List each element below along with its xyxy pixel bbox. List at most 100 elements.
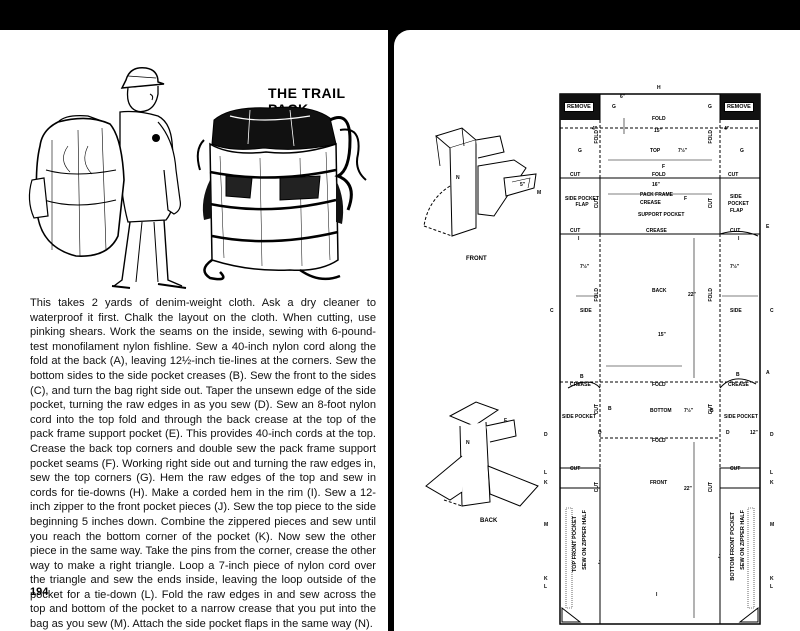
- trail-pack-closeup-illustration: [196, 106, 367, 281]
- pattern-cut-right-1: CUT: [728, 172, 739, 178]
- pattern-fold-3: FOLD: [652, 382, 666, 388]
- pattern-fold-top: FOLD: [652, 116, 666, 122]
- pattern-dim-22-front: 22": [684, 486, 692, 492]
- back-diagram-letter-n: N: [466, 440, 470, 446]
- remove-label-right: REMOVE: [724, 102, 754, 112]
- pattern-pack-frame: PACK FRAME: [640, 192, 673, 198]
- pattern-letter-m-right: M: [770, 522, 775, 528]
- pattern-letter-k-left: K: [544, 480, 548, 486]
- pattern-bottom-front-pocket: BOTTOM FRONT POCKET: [730, 512, 736, 581]
- pattern-letter-j-right: J: [718, 554, 721, 560]
- pattern-letter-m-left: M: [544, 522, 549, 528]
- right-page: N M 5" FRONT N F BACK: [394, 30, 800, 631]
- back-caption: BACK: [480, 518, 498, 524]
- pattern-side-pocket-flap-left: SIDE POCKET FLAP: [565, 196, 599, 208]
- pattern-letter-l-right: L: [770, 470, 774, 476]
- pattern-dim-7half-top: 7½": [678, 148, 688, 154]
- pattern-letter-b-mid-right: B: [710, 408, 714, 414]
- pattern-front-label: FRONT: [650, 480, 668, 486]
- left-page: THE TRAIL PACK: [0, 30, 388, 631]
- pattern-letter-d-inner-right: D: [726, 430, 730, 436]
- pattern-vfold-top-right: FOLD: [708, 130, 714, 144]
- pattern-letter-k-bottom-left: K: [544, 576, 548, 582]
- pattern-dim-4-right: 4": [724, 126, 730, 132]
- pattern-vfold-mid-right: FOLD: [708, 288, 714, 302]
- pattern-letter-l-bottom-left: L: [544, 584, 548, 590]
- pattern-vcut-mid-right: CUT: [708, 404, 714, 415]
- pattern-cut-right-3: CUT: [730, 466, 741, 472]
- pattern-vfold-mid-left: FOLD: [594, 288, 600, 302]
- page-number: 194: [30, 586, 49, 598]
- pattern-cut-left-3: CUT: [570, 466, 581, 472]
- pattern-letter-h: H: [657, 85, 661, 91]
- pattern-letter-d-left: D: [544, 432, 548, 438]
- pattern-letter-g-top-right: G: [708, 104, 712, 110]
- pattern-vcut-mid-left: CUT: [594, 404, 600, 415]
- pattern-dim-15-top: 15": [654, 128, 662, 134]
- pattern-top-label: TOP: [650, 148, 661, 154]
- pattern-letter-b-right: B: [736, 372, 740, 378]
- pattern-crease-1: CREASE: [640, 200, 661, 206]
- pattern-vcut-right: CUT: [708, 198, 714, 209]
- back-fold-diagram: [425, 401, 539, 507]
- pattern-crease-left: CREASE: [570, 382, 591, 388]
- pattern-letter-b-mid-left: B: [608, 406, 612, 412]
- pattern-dim-4-left: 4": [592, 126, 598, 132]
- pattern-letter-c-right: C: [770, 308, 774, 314]
- pattern-layout-diagram: [559, 93, 761, 625]
- scout-with-pack-illustration: [28, 67, 187, 289]
- pattern-letter-a: A: [766, 370, 770, 376]
- pattern-dim-7half-right: 7½": [730, 264, 740, 270]
- pattern-letter-b-left: B: [580, 374, 584, 380]
- front-caption: FRONT: [466, 256, 487, 262]
- pattern-sew-zipper-right: SEW ON ZIPPER HALF: [740, 510, 746, 570]
- front-fold-diagram: [423, 127, 537, 237]
- pattern-letter-d-inner-left: D: [598, 430, 602, 436]
- pattern-side-flap-right-1: SIDE: [730, 194, 742, 200]
- pattern-letter-g-right: G: [740, 148, 744, 154]
- pattern-side-flap-right-3: FLAP: [730, 208, 744, 214]
- pattern-dim-15-back: 15": [658, 332, 666, 338]
- pattern-crease-right: CREASE: [728, 382, 749, 388]
- pattern-back-label: BACK: [652, 288, 667, 294]
- pattern-letter-k-bottom-right: K: [770, 576, 774, 582]
- pattern-crease-2: CREASE: [646, 228, 667, 234]
- remove-label-left: REMOVE: [564, 102, 594, 112]
- pattern-side-left: SIDE: [580, 308, 592, 314]
- pattern-dim-7half-left: 7½": [580, 264, 590, 270]
- pattern-letter-l-left: L: [544, 470, 548, 476]
- pattern-letter-i-left: I: [578, 236, 580, 242]
- pattern-top-front-pocket: TOP FRONT POCKET: [572, 516, 578, 573]
- pattern-letter-g-left: G: [578, 148, 582, 154]
- pattern-vcut-bottom-right: CUT: [708, 482, 714, 493]
- front-diagram-letter-m: M: [537, 190, 542, 196]
- pattern-side-pocket-right: SIDE POCKET: [724, 414, 758, 420]
- pattern-vfold-top-left: FOLD: [594, 130, 600, 144]
- pattern-letter-f-2: F: [684, 196, 688, 202]
- pattern-side-pocket-left: SIDE POCKET: [562, 414, 596, 420]
- pattern-letter-k-right: K: [770, 480, 774, 486]
- pattern-vcut-bottom-left: CUT: [594, 482, 600, 493]
- pattern-letter-f: F: [662, 164, 666, 170]
- pattern-letter-i-bottom: I: [656, 592, 658, 598]
- pattern-side-right: SIDE: [730, 308, 742, 314]
- pattern-dim-16: 16": [652, 182, 660, 188]
- back-diagram-letter-f: F: [504, 418, 508, 424]
- pattern-dim-7half-bottom: 7½": [684, 408, 694, 414]
- pattern-letter-i-right: I: [738, 236, 740, 242]
- pattern-cut-right-2: CUT: [730, 228, 741, 234]
- pattern-support-pocket: SUPPORT POCKET: [638, 212, 685, 218]
- pattern-letter-l-bottom-right: L: [770, 584, 774, 590]
- front-diagram-dimension: 5": [520, 182, 526, 188]
- front-diagram-letter-n: N: [456, 175, 460, 181]
- pattern-cut-left-1: CUT: [570, 172, 581, 178]
- pattern-letter-g-top-left: G: [612, 104, 616, 110]
- instructions-paragraph: This takes 2 yards of denim-weight cloth…: [30, 297, 376, 631]
- pattern-sew-zipper-left: SEW ON ZIPPER HALF: [582, 510, 588, 570]
- pattern-letter-e: E: [766, 224, 770, 230]
- pattern-cut-left-2: CUT: [570, 228, 581, 234]
- pattern-letter-d-right: D: [770, 432, 774, 438]
- pattern-letter-j-left: J: [598, 560, 601, 566]
- pattern-dim-12: 12": [750, 430, 758, 436]
- pattern-dim-22-back: 22": [688, 292, 696, 298]
